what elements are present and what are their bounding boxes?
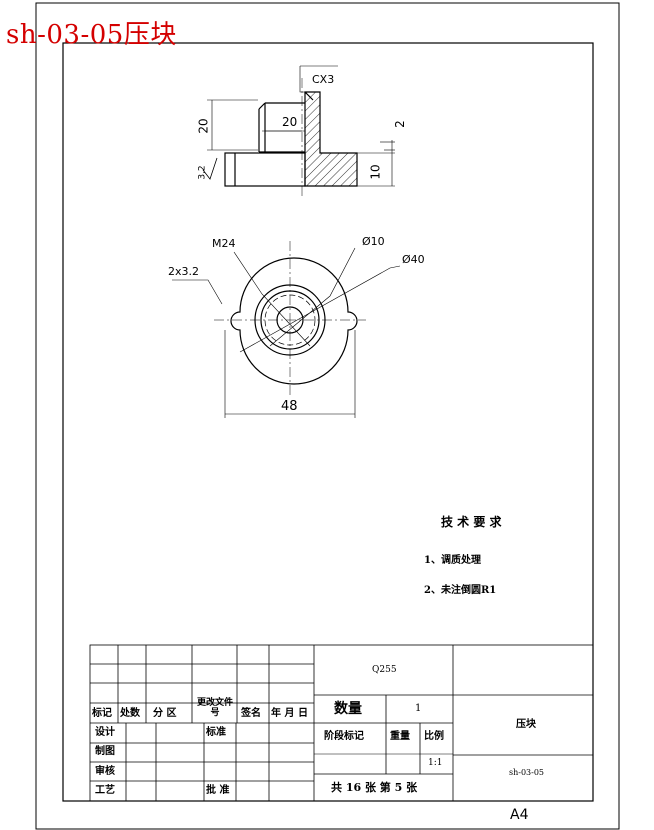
drawing-number: sh-03-05 <box>509 768 545 777</box>
material-label: Q255 <box>372 665 397 675</box>
role-process: 工艺 <box>95 785 115 796</box>
top-view <box>214 241 366 398</box>
height-dimension: 20 <box>196 118 211 134</box>
note-item: 2、未注倒圆R1 <box>424 585 497 596</box>
section-hatch <box>304 91 358 187</box>
weight-label: 重量 <box>390 731 410 742</box>
role-drafting: 制图 <box>95 746 115 757</box>
change-header-mark: 标记 <box>92 708 112 719</box>
change-header-document: 更改文件号 <box>196 698 233 718</box>
change-header-zone: 分 区 <box>153 708 177 719</box>
groove-label: 2x3.2 <box>168 265 200 278</box>
change-header-date: 年 月 日 <box>271 708 308 719</box>
roughness-value: 3.2 <box>197 165 208 180</box>
stage-label: 阶段标记 <box>324 731 364 742</box>
hole-diameter-label: Ø10 <box>362 235 385 248</box>
change-header-signature: 签名 <box>241 708 261 719</box>
scale-label: 比例 <box>424 731 444 742</box>
base-dimension: 10 <box>368 164 383 180</box>
role-review: 审核 <box>95 766 115 777</box>
outer-border <box>35 2 620 830</box>
role-standard: 标准 <box>206 727 226 738</box>
width-dimension: 20 <box>282 115 298 129</box>
top-dimensions <box>172 247 401 418</box>
outer-diameter-label: Ø40 <box>402 253 425 266</box>
notes-heading: 技 术 要 求 <box>441 515 502 529</box>
chamfer-label: CX3 <box>312 73 335 86</box>
change-header-count: 处数 <box>120 708 140 719</box>
title-block-grid <box>89 644 594 802</box>
front-dimensions <box>202 65 395 187</box>
quantity-label: 数量 <box>334 701 362 717</box>
quantity-value: 1 <box>415 703 422 714</box>
part-name: 压块 <box>516 719 536 730</box>
gap-dimension: 2 <box>392 120 407 128</box>
sheet-count: 共 16 张 第 5 张 <box>331 781 418 794</box>
note-item: 1、调质处理 <box>424 555 481 566</box>
paper-size: A4 <box>510 807 529 823</box>
overall-width-dimension: 48 <box>281 399 298 414</box>
drawing-title: sh-03-05压块 <box>6 20 177 50</box>
role-design: 设计 <box>95 727 115 738</box>
scale-value: 1:1 <box>428 758 443 768</box>
thread-label: M24 <box>212 237 236 250</box>
role-approve: 批 准 <box>206 785 230 796</box>
front-view <box>224 78 358 196</box>
